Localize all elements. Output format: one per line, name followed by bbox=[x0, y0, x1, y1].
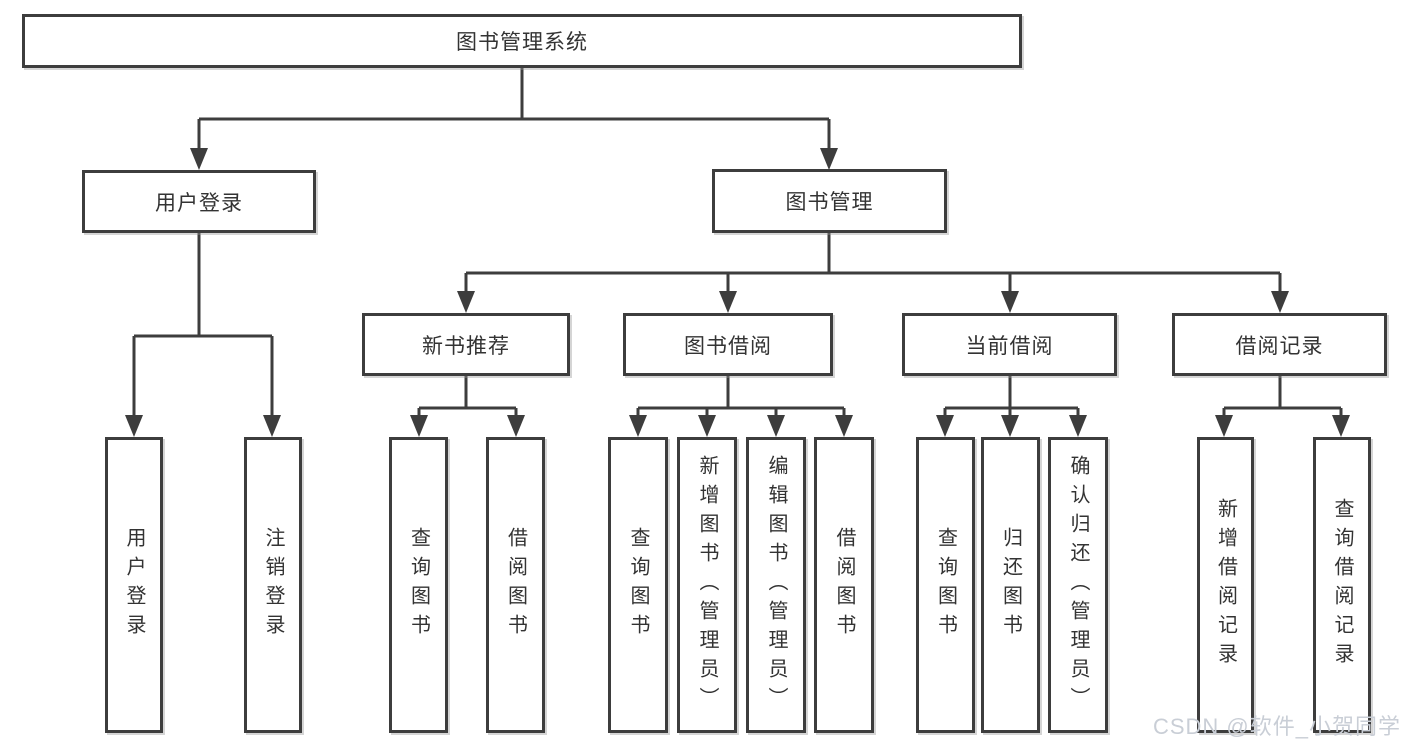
node-user-login: 用户登录 bbox=[82, 170, 316, 233]
leaf-add-books-admin: 新增图书（管理员） bbox=[677, 437, 737, 733]
leaf-query-borrow-record: 查询借阅记录 bbox=[1313, 437, 1371, 733]
node-new-book-recommend: 新书推荐 bbox=[362, 313, 570, 376]
leaf-confirm-return-admin: 确认归还（管理员） bbox=[1048, 437, 1108, 733]
node-book-management: 图书管理 bbox=[712, 169, 947, 233]
node-borrowing-records: 借阅记录 bbox=[1172, 313, 1387, 376]
leaf-edit-books-admin: 编辑图书（管理员） bbox=[746, 437, 806, 733]
leaf-borrow-books: 借阅图书 bbox=[814, 437, 874, 733]
leaf-borrow-books: 借阅图书 bbox=[486, 437, 545, 733]
node-library-system: 图书管理系统 bbox=[22, 14, 1022, 68]
leaf-query-books: 查询图书 bbox=[389, 437, 448, 733]
leaf-add-borrow-record: 新增借阅记录 bbox=[1197, 437, 1254, 733]
leaf-user-login: 用户登录 bbox=[105, 437, 163, 733]
leaf-query-books: 查询图书 bbox=[608, 437, 668, 733]
leaf-logout-login: 注销登录 bbox=[244, 437, 302, 733]
leaf-return-books: 归还图书 bbox=[981, 437, 1040, 733]
csdn-watermark: CSDN @软件_小贺同学 bbox=[1152, 714, 1401, 739]
node-book-borrowing: 图书借阅 bbox=[623, 313, 833, 376]
leaf-query-books: 查询图书 bbox=[916, 437, 975, 733]
node-current-borrowing: 当前借阅 bbox=[902, 313, 1117, 376]
